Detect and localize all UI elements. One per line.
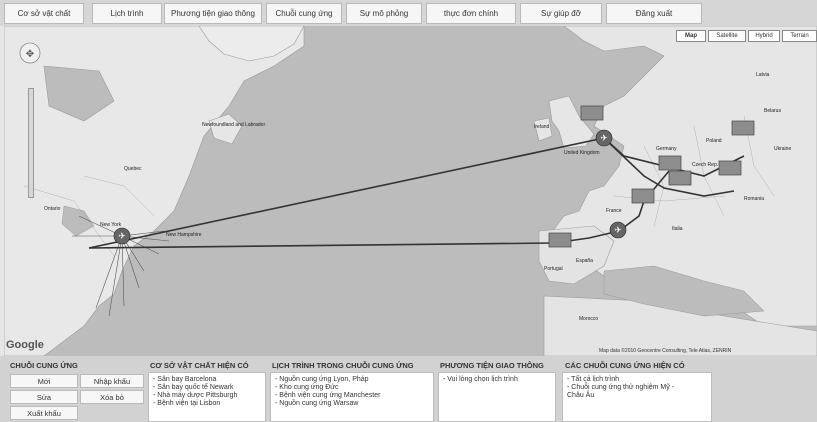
list-item[interactable]: - Bệnh viện tại Lisbon <box>153 400 221 407</box>
nav-su-mo-phong[interactable]: Sự mô phỏng <box>346 3 422 24</box>
list-item[interactable]: - Sân bay Barcelona <box>153 376 217 383</box>
map-label: Portugal <box>544 266 563 272</box>
map-type-terrain[interactable]: Terrain <box>782 30 817 42</box>
facility-icons <box>548 105 755 248</box>
plane-icon: ✈ <box>600 134 608 144</box>
list-item[interactable]: Châu Âu <box>567 392 595 399</box>
uk-landmass <box>548 95 595 149</box>
map-copyright: Map data ©2010 Geocentre Consulting, Tel… <box>599 348 732 354</box>
nav-su-giup-do[interactable]: Sự giúp đỡ <box>520 3 602 24</box>
nav-dang-xuat[interactable]: Đăng xuất <box>606 3 702 24</box>
hudson-bay <box>43 65 115 122</box>
nav-thuc-don-chinh[interactable]: thực đơn chính <box>426 3 516 24</box>
nav-phuong-tien[interactable]: Phương tiện giao thông <box>164 3 262 24</box>
map-label: Belarus <box>764 108 781 114</box>
map-label: Germany <box>656 146 677 152</box>
plane-icon: ✈ <box>614 226 622 236</box>
map-label: Newfoundland and Labrador <box>202 122 266 128</box>
map-type-hybrid[interactable]: Hybrid <box>748 30 780 42</box>
list-item[interactable]: - Kho cung ứng Đức <box>275 384 339 391</box>
top-nav: Cơ sở vật chất Lịch trình Phương tiện gi… <box>0 0 817 26</box>
transport-heading: PHƯƠNG TIỆN GIAO THÔNG <box>440 361 544 370</box>
map-label: Ukraine <box>774 146 792 152</box>
mediterranean-sea <box>603 265 765 317</box>
facilities-heading: CƠ SỞ VẬT CHẤT HIỆN CÓ <box>150 361 249 370</box>
map-label: Quebec <box>124 166 142 172</box>
nav-lich-trinh[interactable]: Lịch trình <box>92 3 162 24</box>
export-button[interactable]: Xuất khẩu <box>10 406 78 420</box>
ireland-landmass <box>533 117 553 142</box>
greenland-landmass <box>198 26 305 62</box>
map-label: Poland <box>706 138 722 144</box>
map-label: Morocco <box>579 316 599 322</box>
plane-icon: ✈ <box>118 232 126 242</box>
import-button[interactable]: Nhập khẩu <box>80 374 144 388</box>
nav-co-so-vat-chat[interactable]: Cơ sở vật chất <box>4 3 84 24</box>
delete-button[interactable]: Xóa bỏ <box>80 390 144 404</box>
map-label: France <box>606 208 622 214</box>
map-label: Latvia <box>756 72 770 78</box>
nav-chuoi-cung-ung[interactable]: Chuỗi cung ứng <box>266 3 342 24</box>
new-button[interactable]: Mới <box>10 374 78 388</box>
map-label: Ireland <box>534 124 550 130</box>
map-type-satellite[interactable]: Satellite <box>708 30 746 42</box>
map-label: Romania <box>744 196 765 202</box>
border-lines <box>23 115 775 257</box>
newfoundland-landmass <box>208 113 243 145</box>
supply-chain-heading: CHUỖI CUNG ỨNG <box>10 361 78 370</box>
map-label: United Kingdom <box>564 150 600 156</box>
map-label: Czech Rep. <box>692 162 719 168</box>
svg-text:✥: ✥ <box>26 49 34 60</box>
bottom-panels: CHUỖI CUNG ỨNG Mới Nhập khẩu Sửa Xóa bỏ … <box>0 356 817 422</box>
airport-icons <box>113 129 627 245</box>
list-item[interactable]: - Chuỗi cung ứng thử nghiệm Mỹ - <box>567 384 675 391</box>
zoom-slider[interactable] <box>28 88 34 198</box>
schedule-heading: LỊCH TRÌNH TRONG CHUỖI CUNG ỨNG <box>272 361 414 370</box>
schedule-list[interactable]: - Nguồn cung ứng Lyon, Pháp - Kho cung ứ… <box>270 372 434 422</box>
map-label: España <box>576 258 593 264</box>
list-item[interactable]: - Nguồn cung ứng Warsaw <box>275 400 359 407</box>
map-label: New Hampshire <box>166 232 202 238</box>
map-view[interactable]: ✈ ✈ ✈ ✥ Map Satellite Hybrid Terrain New… <box>4 26 817 356</box>
map-type-map[interactable]: Map <box>676 30 706 42</box>
list-item: - Vui lòng chọn lịch trình <box>443 376 518 383</box>
list-item[interactable]: - Nguồn cung ứng Lyon, Pháp <box>275 376 369 383</box>
current-chains-heading: CÁC CHUỖI CUNG ỨNG HIỆN CÓ <box>565 361 685 370</box>
current-chains-list[interactable]: - Tất cả lịch trình - Chuỗi cung ứng thử… <box>562 372 712 422</box>
map-label: New York <box>100 222 122 228</box>
map-canvas: ✈ ✈ ✈ ✥ <box>4 26 817 356</box>
edit-button[interactable]: Sửa <box>10 390 78 404</box>
transport-list[interactable]: - Vui lòng chọn lịch trình <box>438 372 556 422</box>
google-logo: Google <box>6 339 44 351</box>
list-item[interactable]: - Nhà máy dược Pittsburgh <box>153 392 238 399</box>
map-label: Ontario <box>44 206 61 212</box>
list-item[interactable]: - Bệnh viện cung ứng Manchester <box>275 392 381 399</box>
list-item[interactable]: - Sân bay quốc tế Newark <box>153 384 234 391</box>
map-label: Italia <box>672 226 683 232</box>
list-item[interactable]: - Tất cả lịch trình <box>567 376 620 383</box>
pan-control <box>19 42 41 64</box>
facilities-list[interactable]: - Sân bay Barcelona - Sân bay quốc tế Ne… <box>148 372 266 422</box>
